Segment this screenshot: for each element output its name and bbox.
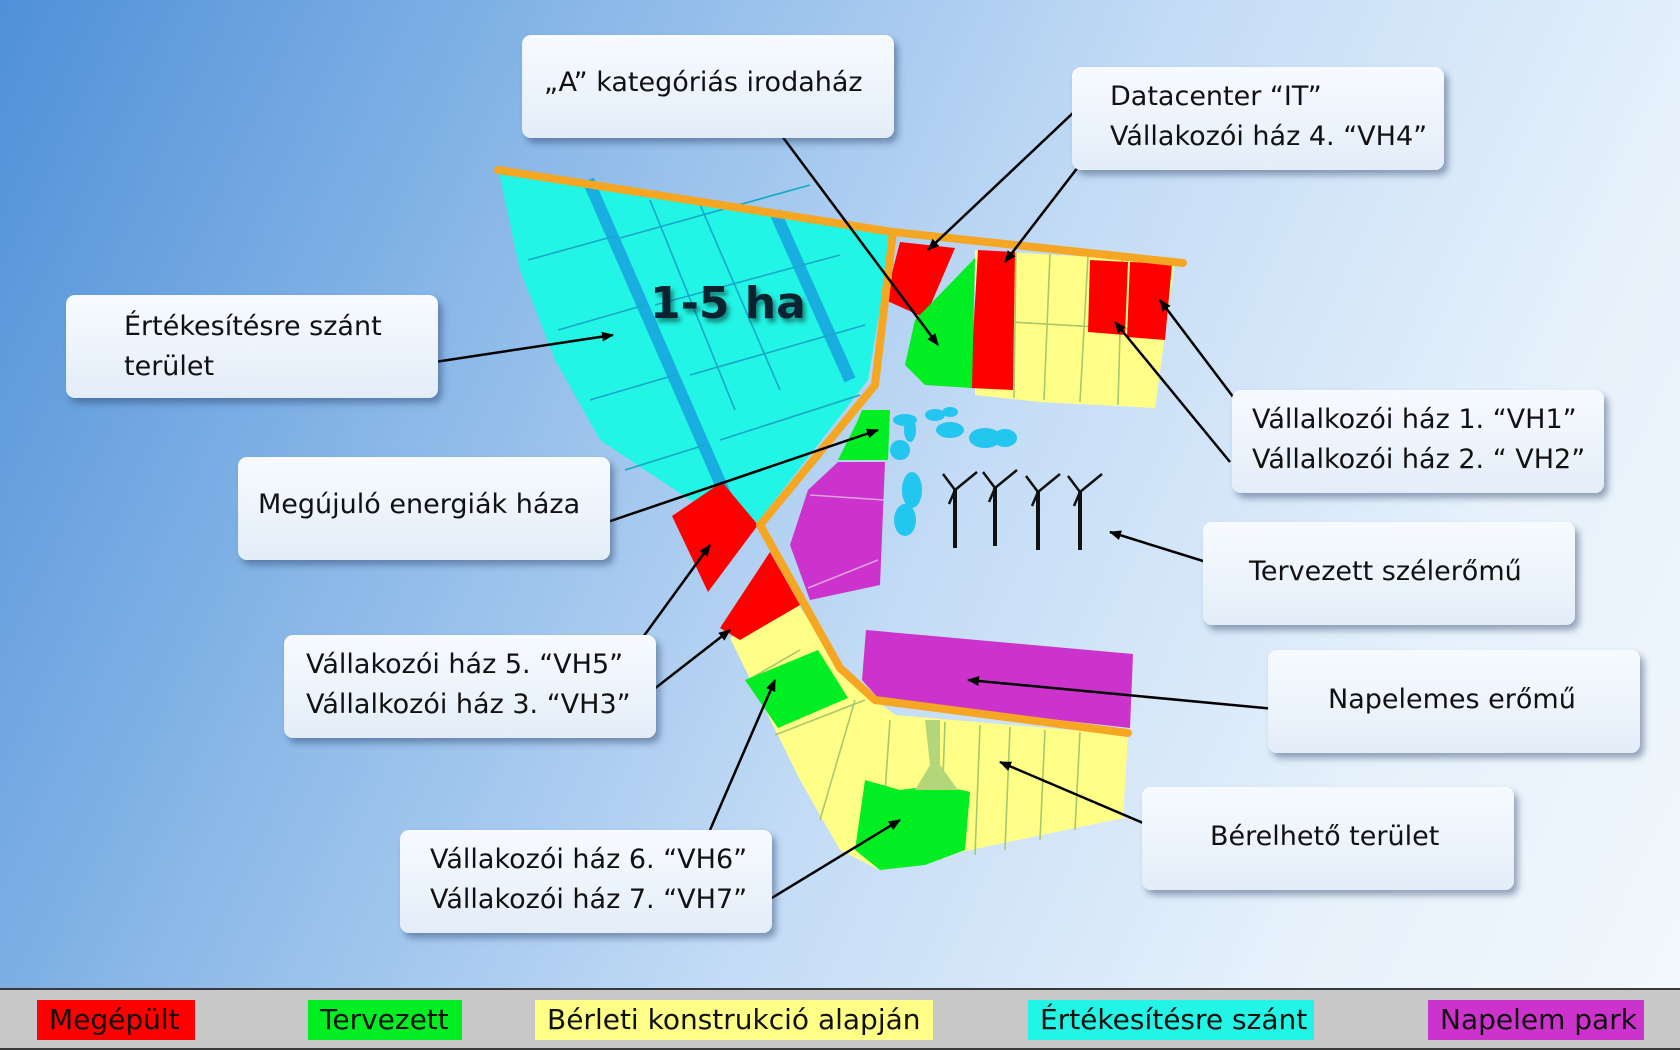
planned-plots-south: [745, 650, 970, 870]
area-size-label: 1-5 ha: [650, 278, 806, 329]
callout-line: Napelemes erőmű: [1328, 684, 1576, 715]
callout-line: Vállakozói ház 5. “VH5”: [306, 649, 624, 680]
callout-renewable: Megújuló energiák háza: [238, 457, 610, 560]
callout-for-sale-area: Értékesítésre szánt terület: [66, 295, 438, 398]
legend-item-rental: Bérleti konstrukció alapján: [535, 1000, 933, 1040]
callout-datacenter: Datacenter “IT” Vállakozói ház 4. “VH4”: [1072, 67, 1444, 170]
callout-wind: Tervezett szélerőmű: [1203, 522, 1575, 625]
callout-vh5-vh3: Vállakozói ház 5. “VH5” Vállalkozói ház …: [284, 635, 656, 738]
built-plots-north-east: [885, 242, 1172, 390]
callout-line: Datacenter “IT”: [1110, 81, 1322, 112]
legend-item-solar: Napelem park: [1428, 1000, 1644, 1040]
callout-line: Értékesítésre szánt: [124, 311, 382, 342]
callout-vh1-vh2: Vállalkozói ház 1. “VH1” Vállalkozói ház…: [1232, 390, 1604, 493]
callout-line: Tervezett szélerőmű: [1249, 556, 1522, 587]
callout-line: Vállakozói ház 7. “VH7”: [430, 884, 748, 915]
callout-solar-plant: Napelemes erőmű: [1268, 650, 1640, 753]
callout-line: Megújuló energiák háza: [258, 489, 581, 520]
wind-turbine-icons: [942, 469, 1103, 550]
callout-line: terület: [124, 351, 215, 382]
callout-line: Vállalkozói ház 3. “VH3”: [306, 689, 631, 720]
legend-item-built: Megépült: [37, 1000, 195, 1040]
for-sale-zone: [498, 168, 893, 522]
callout-line: Vállalkozói ház 1. “VH1”: [1252, 404, 1577, 435]
callout-line: Vállakozói ház 4. “VH4”: [1110, 121, 1428, 152]
callout-vh6-vh7: Vállakozói ház 6. “VH6” Vállakozói ház 7…: [400, 830, 772, 933]
legend-item-for-sale: Értékesítésre szánt: [1028, 1000, 1314, 1040]
callout-line: Vállalkozói ház 2. “ VH2”: [1252, 444, 1586, 475]
built-plot-vh5: [672, 482, 758, 592]
legend-item-planned: Tervezett: [308, 1000, 462, 1040]
callout-line: Vállakozói ház 6. “VH6”: [430, 844, 748, 875]
callout-line: Bérelhető terület: [1210, 821, 1440, 852]
callout-office: „A” kategóriás irodaház: [522, 35, 894, 138]
lake: [890, 407, 1017, 536]
callout-line: „A” kategóriás irodaház: [544, 67, 863, 98]
callout-rental-area: Bérelhető terület: [1142, 787, 1514, 890]
planned-plot-office: [905, 258, 975, 388]
legend-bar: Megépült Tervezett Bérleti konstrukció a…: [0, 988, 1680, 1050]
road: [494, 166, 1187, 737]
built-plot-vh3: [720, 552, 800, 640]
